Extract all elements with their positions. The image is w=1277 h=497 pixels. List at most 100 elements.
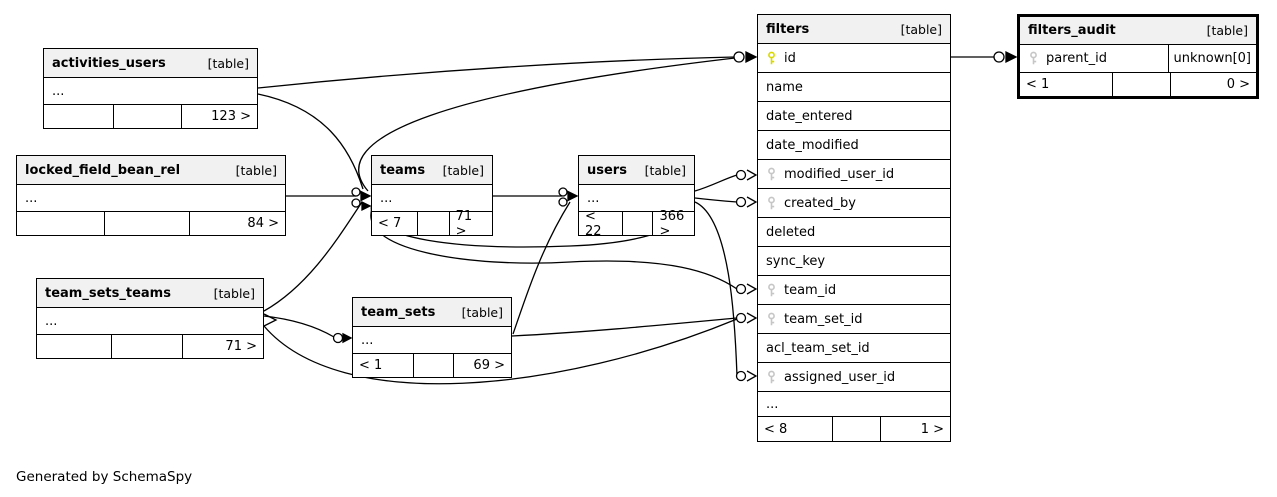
- circle-marker-team-id: [735, 283, 747, 295]
- column-label: date_entered: [766, 108, 853, 124]
- column-label: ...: [380, 190, 393, 206]
- table-type-tag: [table]: [235, 162, 277, 178]
- table-type-tag: [table]: [644, 162, 686, 178]
- table-name[interactable]: team_sets: [361, 304, 436, 320]
- table-name[interactable]: team_sets_teams: [45, 285, 171, 301]
- table-type-tag: [table]: [1206, 23, 1248, 38]
- rows-count: 366 >: [652, 209, 694, 239]
- column-label: parent_id: [1046, 51, 1107, 66]
- foreign-key-icon: [766, 370, 777, 385]
- foreign-key-icon: [766, 196, 777, 211]
- arrow-solid-teams-a: [360, 190, 372, 202]
- circle-marker-modified-user-id: [735, 169, 747, 181]
- arrow-solid-users: [567, 190, 579, 202]
- table-header[interactable]: team_sets_teams [table]: [37, 279, 263, 308]
- circle-marker-users-b: [558, 197, 568, 207]
- column-row-deleted: deleted: [758, 218, 950, 247]
- table-locked_field_bean_rel[interactable]: locked_field_bean_rel [table] ... 84 >: [16, 155, 286, 236]
- table-name[interactable]: filters_audit: [1028, 23, 1116, 38]
- column-row-created_by: created_by: [758, 189, 950, 218]
- edge-team-sets-teams-to-teams: [263, 201, 363, 312]
- arrow-solid-teams-b: [361, 200, 372, 212]
- footer-middle-cell: [622, 212, 652, 235]
- edge-teams-to-team-id: [370, 203, 738, 290]
- table-header[interactable]: locked_field_bean_rel [table]: [17, 156, 285, 185]
- table-name[interactable]: users: [587, 162, 627, 178]
- circle-marker-teams-b: [351, 198, 361, 208]
- columns-ellipsis-row: ...: [37, 308, 263, 335]
- edge-users-to-created-by: [694, 197, 738, 203]
- table-type-tag: [table]: [461, 304, 503, 320]
- table-team_sets_teams[interactable]: team_sets_teams [table] ... 71 >: [36, 278, 264, 359]
- column-label: ...: [766, 396, 779, 412]
- table-type-tag: [table]: [442, 162, 484, 178]
- columns-ellipsis-row: ...: [17, 185, 285, 212]
- table-header[interactable]: teams [table]: [372, 156, 492, 185]
- rows-count: 84 >: [189, 212, 285, 235]
- column-label: name: [766, 79, 803, 95]
- table-header[interactable]: team_sets [table]: [353, 298, 511, 327]
- table-name[interactable]: activities_users: [52, 55, 166, 71]
- columns-ellipsis-row: ...: [372, 185, 492, 212]
- column-label: acl_team_set_id: [766, 340, 870, 356]
- column-label: modified_user_id: [784, 166, 895, 182]
- column-row-modified_user_id: modified_user_id: [758, 160, 950, 189]
- rows-count: 69 >: [453, 354, 511, 377]
- table-header[interactable]: filters_audit [table]: [1020, 17, 1256, 45]
- columns-ellipsis-row: ...: [758, 392, 950, 417]
- circle-marker-team-sets: [332, 332, 344, 344]
- footer-middle-cell: [110, 335, 183, 358]
- column-row-sync_key: sync_key: [758, 247, 950, 276]
- column-label: created_by: [784, 195, 856, 211]
- columns-ellipsis-row: ...: [353, 327, 511, 354]
- children-count: [17, 212, 104, 235]
- table-name[interactable]: teams: [380, 162, 426, 178]
- arrow-open-team-id: [746, 283, 758, 295]
- table-type-tag: [table]: [213, 285, 255, 301]
- edge-teams-to-filters-id: [358, 57, 736, 192]
- edge-team-sets-teams-to-team-sets: [263, 315, 335, 338]
- table-name[interactable]: filters: [766, 21, 810, 37]
- column-label: team_id: [784, 282, 837, 298]
- table-header[interactable]: users [table]: [579, 156, 694, 185]
- footer-middle-cell: [104, 212, 189, 235]
- foreign-key-icon: [766, 283, 777, 298]
- column-label: ...: [587, 190, 600, 206]
- column-row-assigned_user_id: assigned_user_id: [758, 363, 950, 392]
- edge-activities-users-to-teams: [257, 93, 364, 190]
- rows-count: 71 >: [448, 209, 492, 239]
- table-header[interactable]: activities_users [table]: [44, 49, 257, 78]
- arrow-open-assigned-user-id: [746, 370, 758, 382]
- column-label: deleted: [766, 224, 816, 240]
- rows-count: 0 >: [1169, 73, 1256, 96]
- table-type-tag: [table]: [900, 21, 942, 37]
- footer-middle-cell: [1111, 73, 1170, 96]
- column-row-team_id: team_id: [758, 276, 950, 305]
- table-filters[interactable]: filters [table] id name date_entered date_m…: [757, 14, 951, 442]
- column-row-date_modified: date_modified: [758, 131, 950, 160]
- column-label: date_modified: [766, 137, 859, 153]
- table-activities_users[interactable]: activities_users [table] ... 123 >: [43, 48, 258, 129]
- column-label: ...: [52, 83, 65, 99]
- column-label: ...: [25, 190, 38, 206]
- generated-by-caption: Generated by SchemaSpy: [16, 469, 193, 485]
- circle-marker-users-a: [558, 187, 568, 197]
- circle-marker-created-by: [735, 196, 747, 208]
- column-label: assigned_user_id: [784, 369, 896, 385]
- arrow-open-team-set-id: [746, 312, 758, 324]
- arrow-solid-team-sets: [342, 332, 353, 344]
- column-row-team_set_id: team_set_id: [758, 305, 950, 334]
- table-header[interactable]: filters [table]: [758, 15, 950, 44]
- column-row-id: id: [758, 44, 950, 73]
- circle-marker-filters-audit: [993, 51, 1005, 63]
- foreign-key-icon: [766, 167, 777, 182]
- table-name[interactable]: locked_field_bean_rel: [25, 162, 181, 178]
- footer-middle-cell: [832, 417, 880, 441]
- primary-key-icon: [766, 51, 777, 66]
- footer-middle-cell: [413, 354, 453, 377]
